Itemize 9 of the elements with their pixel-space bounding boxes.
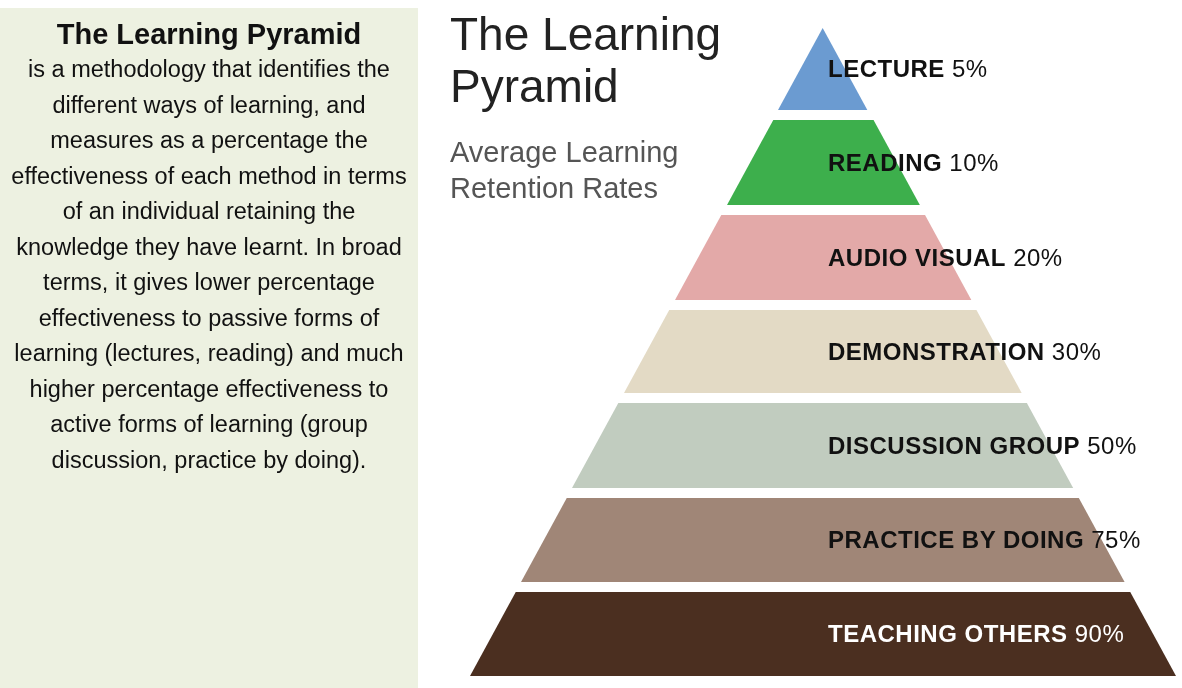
title: The Learning Pyramid	[450, 8, 723, 112]
tier-label: DISCUSSION GROUP 50%	[828, 430, 1137, 461]
text-panel	[0, 8, 418, 688]
panel-paragraph: is a methodology that identifies the different ways of learning, and measures as a percentage the effectiveness of each method in terms of an individual retaining the knowledge they have learnt. In broad terms, it gives lower percentage effectiveness to passive forms of learning (lectures, reading) and much higher percentage effectiveness to active forms of learning (group discussion, practice by doing).	[10, 55, 408, 475]
subtitle: Average Learning Retention Rates	[450, 135, 680, 206]
tier-label: DEMONSTRATION 30%	[828, 336, 1102, 367]
tier-label: AUDIO VISUAL 20%	[828, 242, 1063, 273]
panel-heading: The Learning Pyramid	[55, 17, 363, 52]
tier-label: TEACHING OTHERS 90%	[828, 619, 1125, 649]
